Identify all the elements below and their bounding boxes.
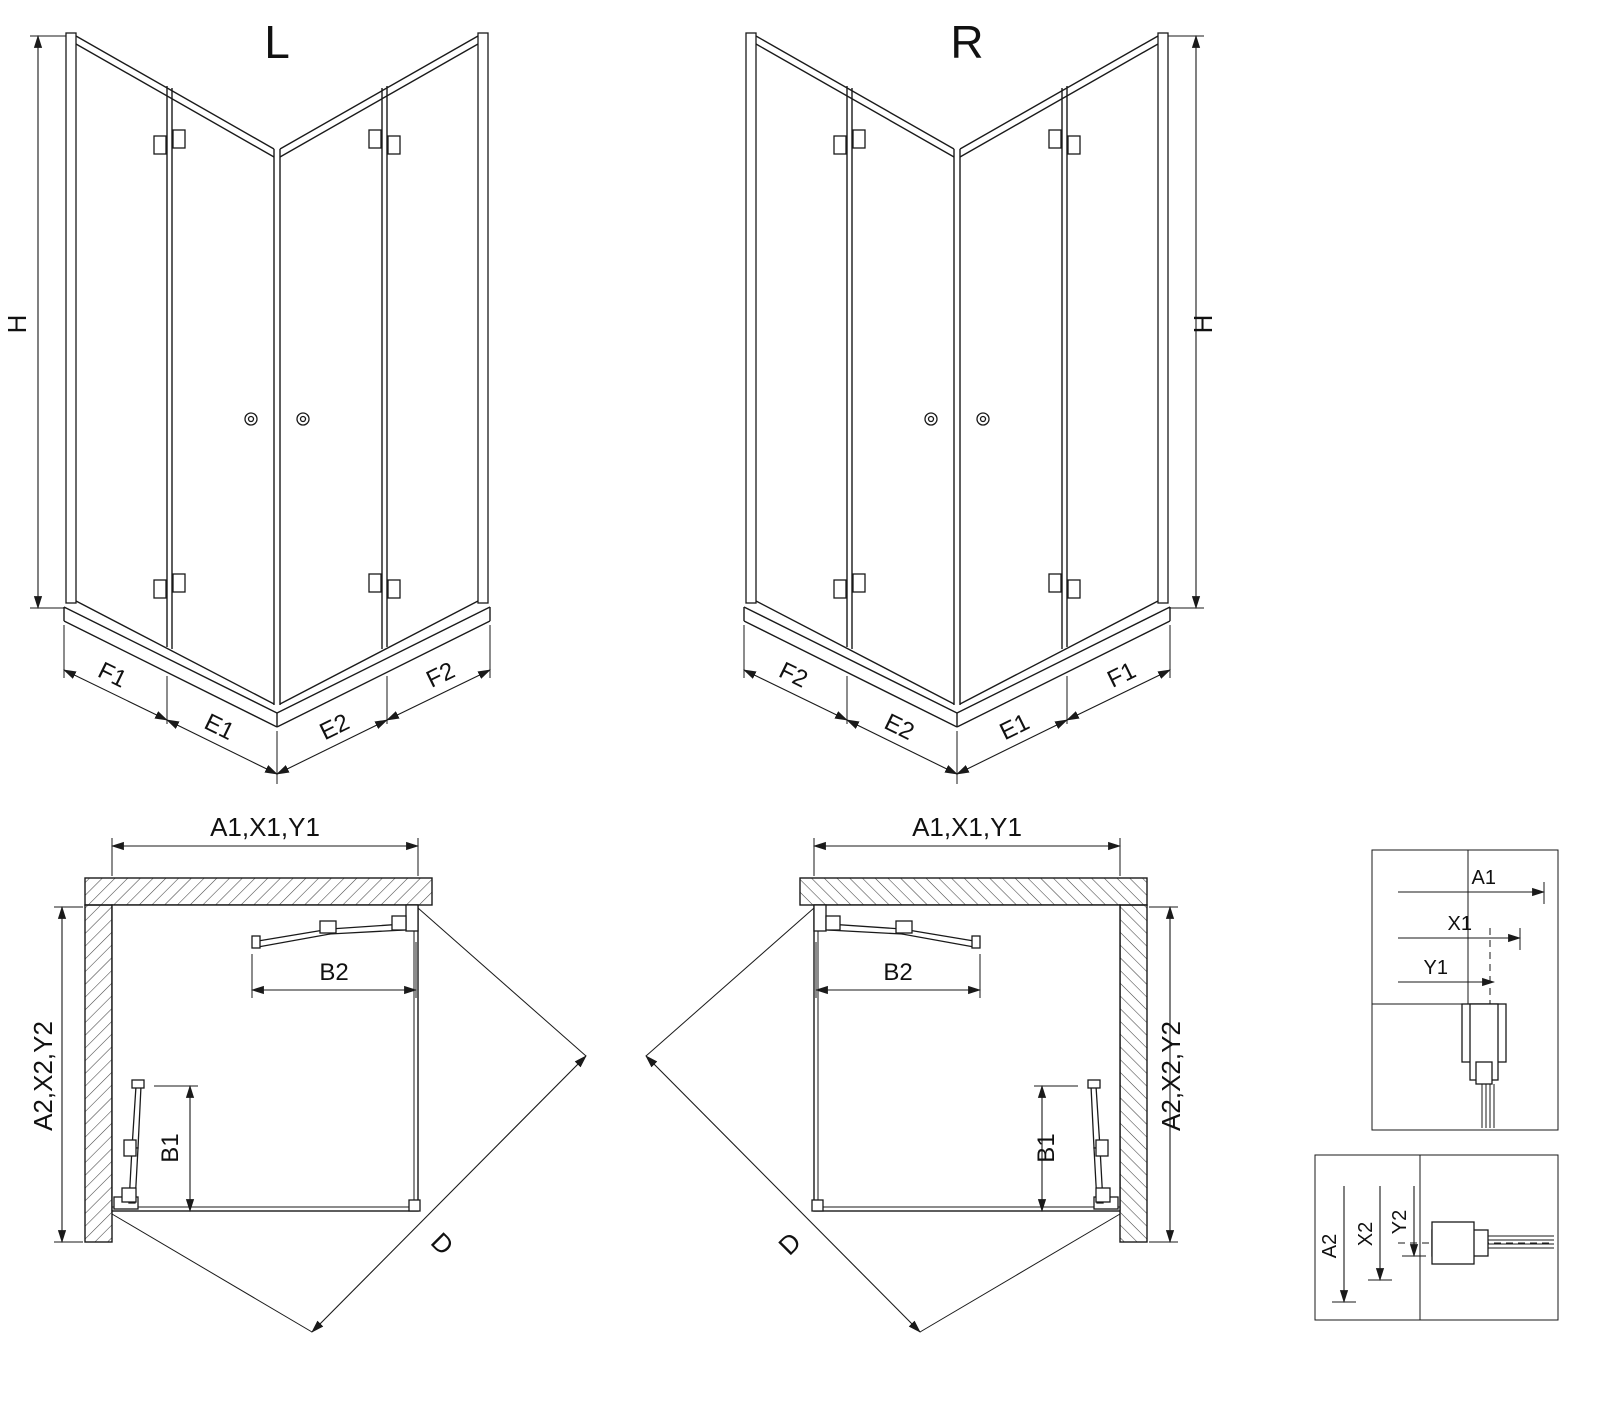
detail-dim-label-x1: X1 xyxy=(1448,913,1472,935)
dim-label-e2-left: E2 xyxy=(316,709,354,746)
diagonal-dim-label-plan-right: D xyxy=(772,1226,806,1260)
depth-dim-label-plan-left: A2,X2,Y2 xyxy=(28,1021,58,1131)
detail-dim-label-y1: Y1 xyxy=(1424,957,1448,979)
plan-view-left xyxy=(54,838,586,1332)
height-dim-label-left: H xyxy=(2,315,32,334)
width-dim-label-plan-left: A1,X1,Y1 xyxy=(210,812,320,842)
width-dim-label-plan-right: A1,X1,Y1 xyxy=(912,812,1022,842)
detail-dim-label-a1: A1 xyxy=(1472,867,1496,889)
door-width-label-b1-plan-left: B1 xyxy=(157,1133,184,1162)
depth-dim-label-plan-right: A2,X2,Y2 xyxy=(1156,1021,1186,1131)
plan-view-right xyxy=(646,838,1178,1332)
detail-dim-label-x2: X2 xyxy=(1355,1222,1377,1246)
detail-dim-label-a2: A2 xyxy=(1319,1234,1341,1258)
dim-label-e1-right: E1 xyxy=(996,709,1034,746)
dim-label-e1-left: E1 xyxy=(200,709,238,746)
door-width-label-b2-plan-right: B2 xyxy=(883,959,912,986)
variant-label-left: L xyxy=(264,16,290,68)
height-dim-label-right: H xyxy=(1188,315,1218,334)
dim-label-f1-right: F1 xyxy=(1103,657,1140,694)
dim-label-e2-right: E2 xyxy=(880,709,918,746)
detail-depth-adjustment: A2 X2 Y2 xyxy=(1314,1154,1559,1321)
detail-dim-label-y2: Y2 xyxy=(1389,1210,1411,1234)
diagonal-dim-label-plan-left: D xyxy=(425,1226,459,1260)
door-width-label-b2-plan-left: B2 xyxy=(319,959,348,986)
door-width-label-b1-plan-right: B1 xyxy=(1033,1133,1060,1162)
dim-label-f1-left: F1 xyxy=(94,657,131,694)
variant-label-right: R xyxy=(950,16,983,68)
detail-width-adjustment: A1 X1 Y1 xyxy=(1371,849,1559,1131)
